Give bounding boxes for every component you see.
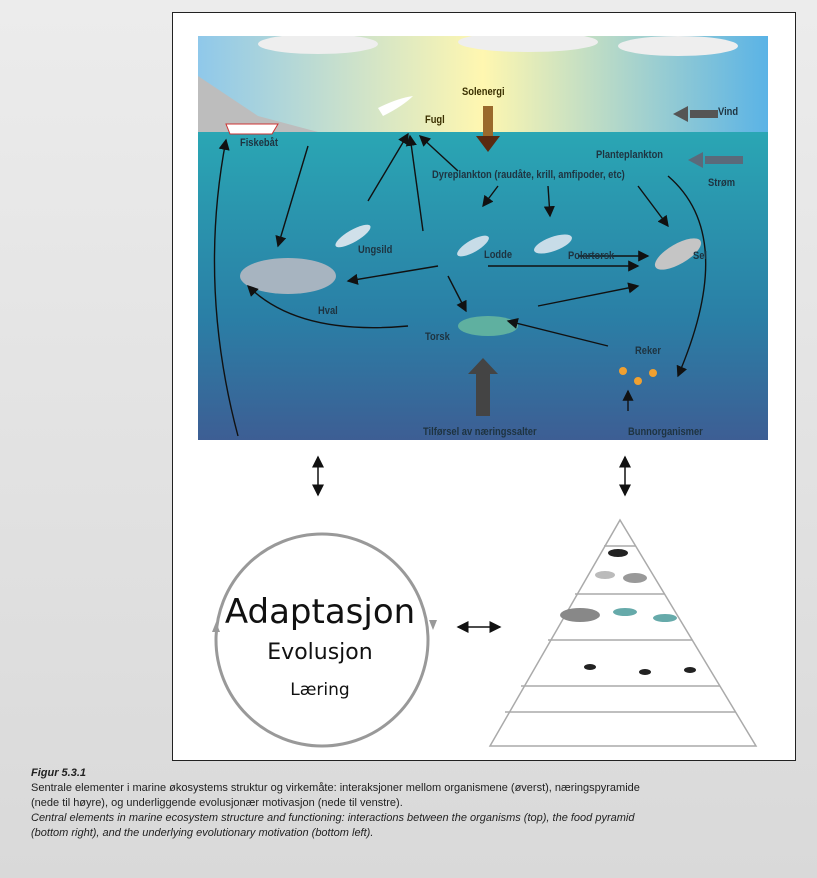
label-nutrients: Tilførsel av næringssalter: [423, 426, 537, 438]
marine-ecosystem-illustration: Solenergi Fugl Vind Fiskebåt Planteplank…: [198, 36, 768, 440]
figure-caption: Figur 5.3.1 Sentrale elementer i marine …: [31, 766, 651, 841]
seagull-icon: [378, 96, 413, 116]
sun-arrow-icon: [476, 136, 500, 152]
label-sun: Solenergi: [462, 86, 505, 98]
seal-icon: [654, 238, 702, 270]
shrimp-icon: [619, 367, 627, 375]
label-benthos: Bunnorganismer: [628, 426, 703, 438]
label-phytoplankton: Planteplankton: [596, 149, 664, 161]
capelin-icon: [457, 235, 489, 257]
caption-title: Figur 5.3.1: [31, 767, 87, 779]
cycle-evolution: Evolusjon: [267, 640, 373, 665]
label-current: Strøm: [708, 177, 736, 189]
label-polarcod: Polartorsk: [568, 250, 615, 262]
label-capelin: Lodde: [484, 249, 513, 261]
label-boat: Fiskebåt: [240, 137, 278, 149]
cycle-adaptation: Adaptasjon: [224, 592, 416, 632]
label-zooplankton: Dyreplankton (raudåte, krill, amfipoder,…: [432, 169, 625, 181]
whale-icon: [240, 258, 336, 294]
label-herring: Ungsild: [358, 244, 393, 256]
label-seal: Sel: [693, 250, 708, 262]
herring-icon: [335, 224, 371, 248]
caption-english: Central elements in marine ecosystem str…: [31, 812, 635, 839]
label-shrimp: Reker: [635, 345, 661, 357]
wind-arrow-icon: [673, 106, 718, 122]
label-whale: Hval: [318, 305, 338, 317]
caption-norwegian: Sentrale elementer i marine økosystems s…: [31, 782, 640, 809]
ocean-scene: [198, 36, 768, 440]
label-cod: Torsk: [425, 331, 450, 343]
polarcod-icon: [534, 234, 572, 254]
cycle-learning: Læring: [290, 680, 350, 700]
label-wind: Vind: [718, 106, 739, 118]
cod-icon: [458, 316, 518, 336]
label-bird: Fugl: [425, 114, 445, 126]
nutrient-arrow-icon: [476, 371, 490, 416]
current-arrow-icon: [688, 152, 743, 168]
fishing-boat-icon: [225, 123, 279, 135]
